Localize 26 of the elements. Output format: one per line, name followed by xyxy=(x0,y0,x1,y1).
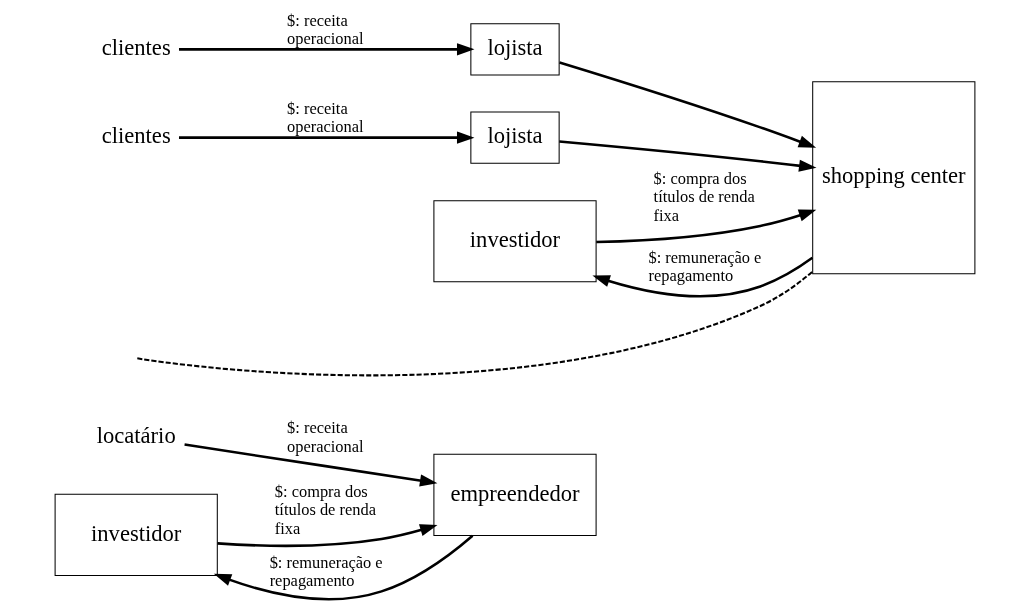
node-box: investidor xyxy=(432,200,597,283)
arrow xyxy=(183,443,437,487)
node-text: clientes xyxy=(101,35,171,61)
edge-label: $: receita operacional xyxy=(286,10,364,48)
node-box: shopping center xyxy=(811,81,975,275)
arrow xyxy=(178,131,474,144)
arrow xyxy=(595,209,816,244)
edge-label: $: receita operacional xyxy=(286,98,364,137)
arrow xyxy=(178,43,474,56)
edge-label: $: compra dos títulos de renda fixa xyxy=(274,481,376,538)
arrow xyxy=(591,256,813,298)
arrow xyxy=(558,140,816,172)
node-box: lojista xyxy=(469,111,560,164)
node-box: lojista xyxy=(469,23,560,76)
edge-label: $: remuneração e repagamento xyxy=(647,247,761,286)
node-box: investidor xyxy=(54,493,218,576)
node-box: empreendedor xyxy=(432,453,597,536)
arrow xyxy=(558,61,816,148)
arrow xyxy=(216,524,437,548)
node-text: locatário xyxy=(96,423,176,449)
edge-label: $: receita operacional xyxy=(286,418,364,456)
edge-label: $: compra dos títulos de renda fixa xyxy=(653,168,755,225)
arrow xyxy=(213,534,473,601)
node-text: clientes xyxy=(101,123,171,149)
edge-label: $: remuneração e repagamento xyxy=(269,552,383,591)
connector xyxy=(136,270,813,377)
